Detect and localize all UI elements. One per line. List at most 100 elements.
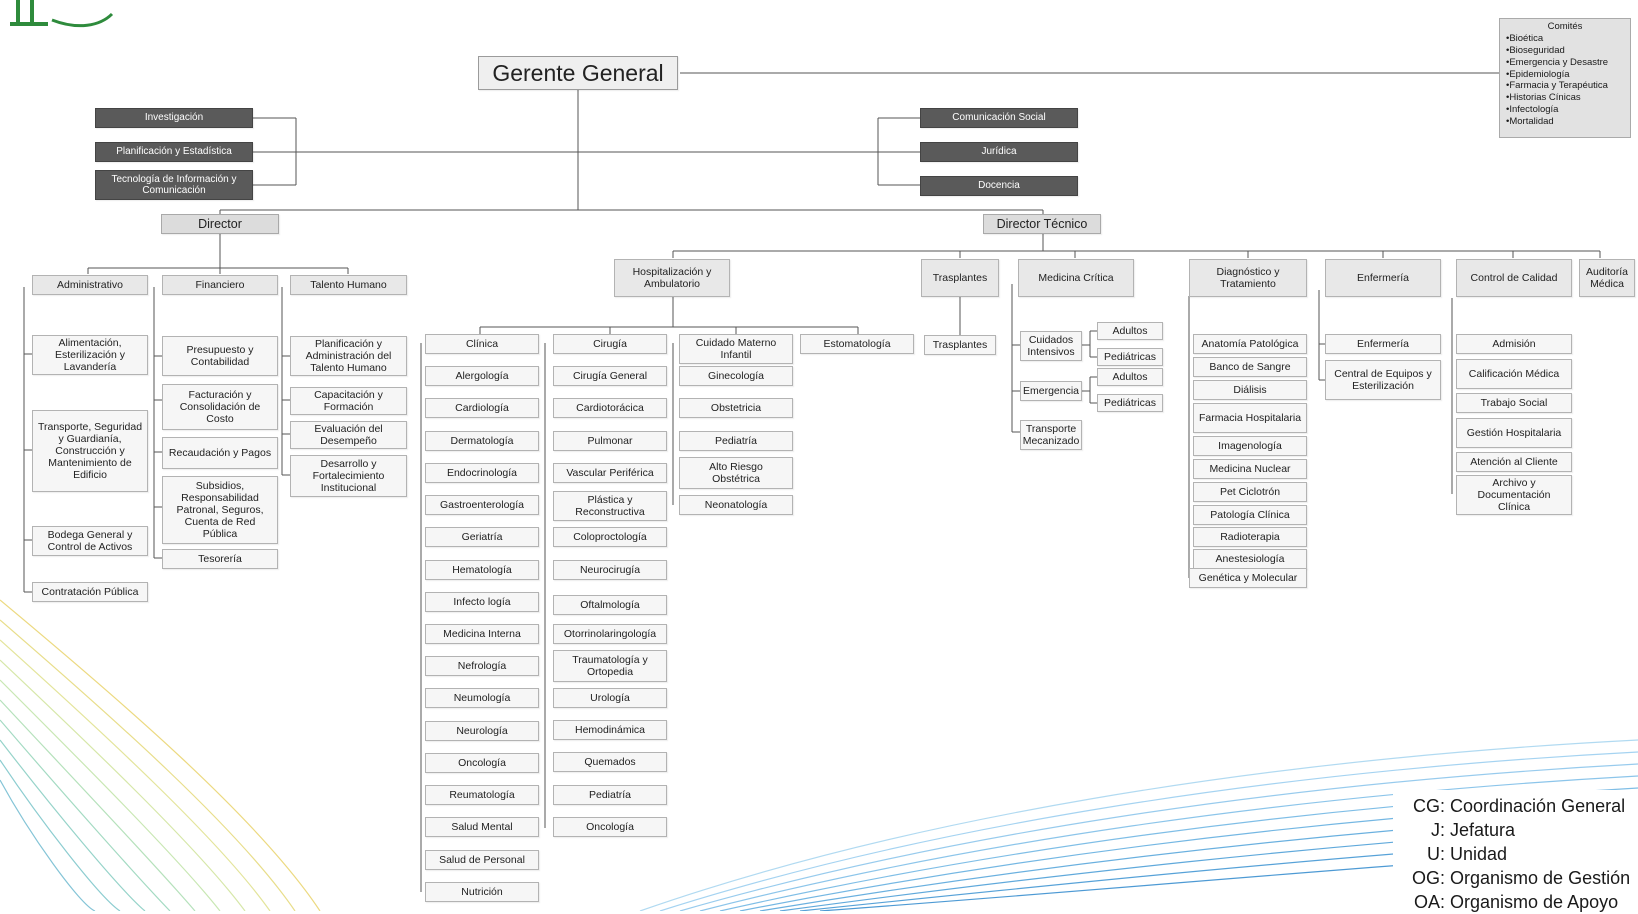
- clinica-item: Neumología: [425, 688, 539, 708]
- cal-item: Atención al Cliente: [1456, 452, 1572, 472]
- cal-item: Archivo y Documentación Clínica: [1456, 475, 1572, 515]
- gerente-general-box: Gerente General: [478, 56, 678, 90]
- staff-planificacion: Planificación y Estadística: [95, 142, 253, 162]
- cirugia-item: Oftalmología: [553, 595, 667, 615]
- clinica-item: Gastroenterología: [425, 495, 539, 515]
- clinica-item: Salud de Personal: [425, 850, 539, 870]
- committees-list: Bioética Bioseguridad Emergencia y Desas…: [1506, 33, 1624, 128]
- materno-item: Pediatría: [679, 431, 793, 451]
- clinica-item: Neurología: [425, 721, 539, 741]
- clinica-item: Medicina Interna: [425, 624, 539, 644]
- fin-item: Facturación y Consolidación de Costo: [162, 384, 278, 430]
- mc-transporte: Transporte Mecanizado: [1020, 420, 1082, 450]
- committee-item: Farmacia y Terapéutica: [1506, 80, 1624, 92]
- materno-item: Alto Riesgo Obstétrica: [679, 457, 793, 489]
- clinica-item: Hematología: [425, 560, 539, 580]
- director-box: Director: [161, 214, 279, 234]
- mc-pediatricas-1: Pediátricas: [1097, 348, 1163, 366]
- legend-text: Organismo de Apoyo: [1450, 892, 1619, 912]
- fin-item: Recaudación y Pagos: [162, 437, 278, 469]
- branch-auditoria: Auditoría Médica: [1579, 259, 1635, 297]
- committee-item: Epidemiología: [1506, 69, 1624, 81]
- mc-adultos-1: Adultos: [1097, 322, 1163, 340]
- cirugia-item: Traumatología y Ortopedia: [553, 650, 667, 682]
- cirugia-item: Plástica y Reconstructiva: [553, 491, 667, 521]
- cirugia-item: Pulmonar: [553, 431, 667, 451]
- cirugia-item: Oncología: [553, 817, 667, 837]
- cirugia-item: Quemados: [553, 752, 667, 772]
- cal-item: Trabajo Social: [1456, 393, 1572, 413]
- committee-item: Infectología: [1506, 104, 1624, 116]
- legend-abbr: OG:: [1411, 868, 1445, 888]
- branch-talento: Talento Humano: [290, 275, 407, 295]
- staff-tecnologia: Tecnología de Información y Comunicación: [95, 170, 253, 200]
- cirugia-item: Vascular Periférica: [553, 463, 667, 483]
- director-tecnico-box: Director Técnico: [983, 214, 1101, 234]
- branch-financiero: Financiero: [162, 275, 278, 295]
- mc-adultos-2: Adultos: [1097, 368, 1163, 386]
- legend-text: Unidad: [1450, 844, 1508, 864]
- cirugia-item: Neurocirugía: [553, 560, 667, 580]
- admin-item: Transporte, Seguridad y Guardianía, Cons…: [32, 410, 148, 492]
- enf-item: Central de Equipos y Esterilización: [1325, 360, 1441, 400]
- legend-text: Organismo de Gestión: [1450, 868, 1631, 888]
- trasplantes-item: Trasplantes: [924, 335, 996, 355]
- materno-item: Ginecología: [679, 366, 793, 386]
- cirugia-item: Coloproctología: [553, 527, 667, 547]
- admin-item: Alimentación, Esterilización y Lavanderí…: [32, 335, 148, 375]
- diag-item: Diálisis: [1193, 380, 1307, 400]
- mc-cuidados: Cuidados Intensivos: [1020, 331, 1082, 361]
- talento-item: Evaluación del Desempeño: [290, 421, 407, 449]
- fin-item: Subsidios, Responsabilidad Patronal, Seg…: [162, 476, 278, 544]
- fin-item: Presupuesto y Contabilidad: [162, 336, 278, 376]
- diag-item: Farmacia Hospitalaria: [1193, 403, 1307, 433]
- materno-item: Obstetricia: [679, 398, 793, 418]
- committee-item: Historias Cínicas: [1506, 92, 1624, 104]
- enf-item: Enfermería: [1325, 334, 1441, 354]
- branch-medicina-critica: Medicina Crítica: [1018, 259, 1134, 297]
- admin-item: Bodega General y Control de Activos: [32, 526, 148, 556]
- admin-item: Contratación Pública: [32, 582, 148, 602]
- clinica-item: Cardiología: [425, 398, 539, 418]
- cal-item: Calificación Médica: [1456, 359, 1572, 389]
- cirugia-item: Otorrinolaringología: [553, 624, 667, 644]
- talento-item: Desarrollo y Fortalecimiento Institucion…: [290, 455, 407, 497]
- fin-item: Tesorería: [162, 549, 278, 569]
- branch-hospitalizacion: Hospitalización y Ambulatorio: [614, 259, 730, 297]
- clinica-item: Dermatología: [425, 431, 539, 451]
- staff-docencia: Docencia: [920, 176, 1078, 196]
- clinica-item: Salud Mental: [425, 817, 539, 837]
- branch-trasplantes: Trasplantes: [921, 259, 999, 297]
- cal-item: Admisión: [1456, 334, 1572, 354]
- legend-text: Jefatura: [1450, 820, 1516, 840]
- legend-abbr: CG:: [1412, 796, 1445, 816]
- diag-item: Anestesiología: [1193, 549, 1307, 569]
- mc-emergencia: Emergencia: [1020, 381, 1082, 401]
- branch-administrativo: Administrativo: [32, 275, 148, 295]
- clinica-item: Nefrología: [425, 656, 539, 676]
- legend-abbr: J:: [1430, 820, 1445, 840]
- clinica-item: Oncología: [425, 753, 539, 773]
- staff-juridica: Jurídica: [920, 142, 1078, 162]
- branch-calidad: Control de Calidad: [1456, 259, 1572, 297]
- branch-diagnostico: Diagnóstico y Tratamiento: [1189, 259, 1307, 297]
- diag-item: Medicina Nuclear: [1193, 459, 1307, 479]
- clinica-item: Alergología: [425, 366, 539, 386]
- cirugia-item: Cardiotorácica: [553, 398, 667, 418]
- committees-title: Comités: [1547, 21, 1583, 32]
- cirugia-head: Cirugía: [553, 334, 667, 354]
- cirugia-item: Hemodinámica: [553, 720, 667, 740]
- legend-text: Coordinación General: [1450, 796, 1626, 816]
- materno-head: Cuidado Materno Infantil: [679, 334, 793, 364]
- abbreviation-legend: CG: Coordinación General J: Jefatura U: …: [1393, 790, 1638, 912]
- committee-item: Mortalidad: [1506, 116, 1624, 128]
- cirugia-item: Cirugía General: [553, 366, 667, 386]
- diag-item: Pet Ciclotrón: [1193, 482, 1307, 502]
- diag-item: Banco de Sangre: [1193, 357, 1307, 377]
- branch-enfermeria: Enfermería: [1325, 259, 1441, 297]
- diag-item: Patología Clínica: [1193, 505, 1307, 525]
- legend-abbr: OA:: [1413, 892, 1445, 912]
- committee-item: Bioética: [1506, 33, 1624, 45]
- diag-item: Anatomía Patológica: [1193, 334, 1307, 354]
- committee-item: Bioseguridad: [1506, 45, 1624, 57]
